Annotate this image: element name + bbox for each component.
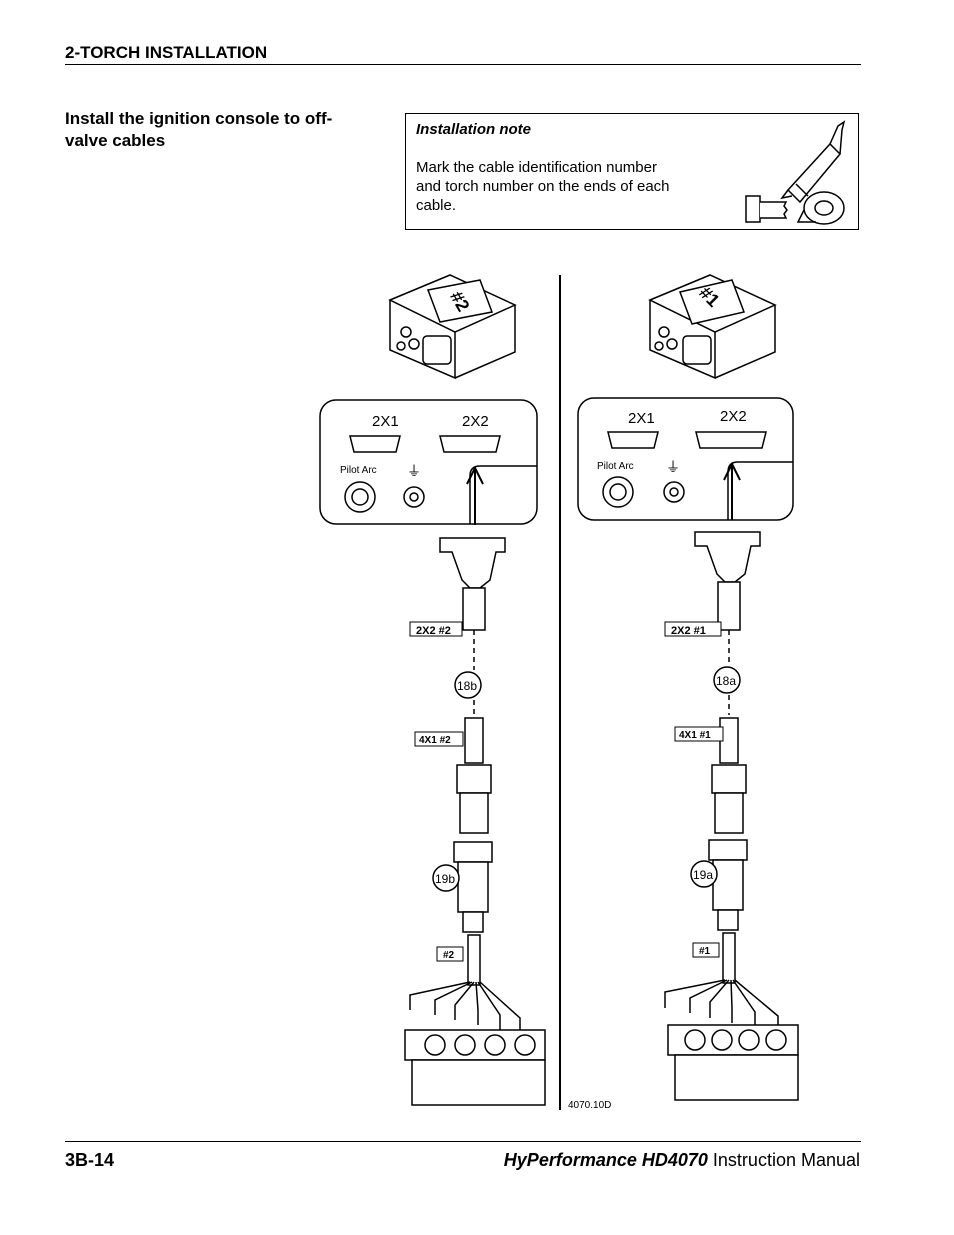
right-port-2x2: 2X2 xyxy=(720,408,747,425)
section-title: 2-TORCH INSTALLATION xyxy=(65,43,268,62)
right-pilot-arc-label: Pilot Arc xyxy=(597,461,634,472)
right-callout-18a: 18a xyxy=(716,674,736,688)
footer-rule xyxy=(65,1141,861,1142)
section-heading: Install the ignition console to off-valv… xyxy=(65,109,333,150)
left-callout-19b: 19b xyxy=(435,872,455,886)
left-callout-18b: 18b xyxy=(457,679,477,693)
footer-title: HyPerformance HD4070 Instruction Manual xyxy=(504,1150,860,1171)
footer-manual: Instruction Manual xyxy=(712,1150,860,1170)
left-assembly xyxy=(319,274,546,1106)
left-cable-tag-bottom: #2 xyxy=(443,950,455,961)
installation-note-box xyxy=(405,113,859,230)
right-callout-19a: 19a xyxy=(693,868,713,882)
note-title: Installation note xyxy=(416,121,532,138)
cable-installation-diagram: #2 2X1 2X2 Pilot Arc ⏚ 2X2 #2 18b 4X1 #2… xyxy=(319,274,799,1111)
pen-and-tape-icon xyxy=(745,120,846,225)
left-cable-tag-top: 2X2 #2 xyxy=(416,625,451,637)
left-port-2x2: 2X2 xyxy=(462,413,489,430)
right-cable-tag-bottom: #1 xyxy=(699,946,711,957)
left-pilot-arc-label: Pilot Arc xyxy=(340,465,377,476)
right-cable-tag-top: 2X2 #1 xyxy=(671,625,706,637)
right-port-2x1: 2X1 xyxy=(628,410,655,427)
left-ground-icon: ⏚ xyxy=(407,463,421,479)
header-rule xyxy=(65,64,861,65)
left-cable-tag-mid: 4X1 #2 xyxy=(419,735,451,746)
left-port-2x1: 2X1 xyxy=(372,413,399,430)
note-text: Mark the cable identification number and… xyxy=(416,159,670,214)
footer-product: HyPerformance HD4070 xyxy=(503,1150,708,1170)
right-cable-tag-mid: 4X1 #1 xyxy=(679,730,711,741)
page-number: 3B-14 xyxy=(65,1150,115,1170)
right-ground-icon: ⏚ xyxy=(666,459,680,475)
drawing-number: 4070.10D xyxy=(568,1100,611,1111)
right-assembly xyxy=(577,274,799,1101)
